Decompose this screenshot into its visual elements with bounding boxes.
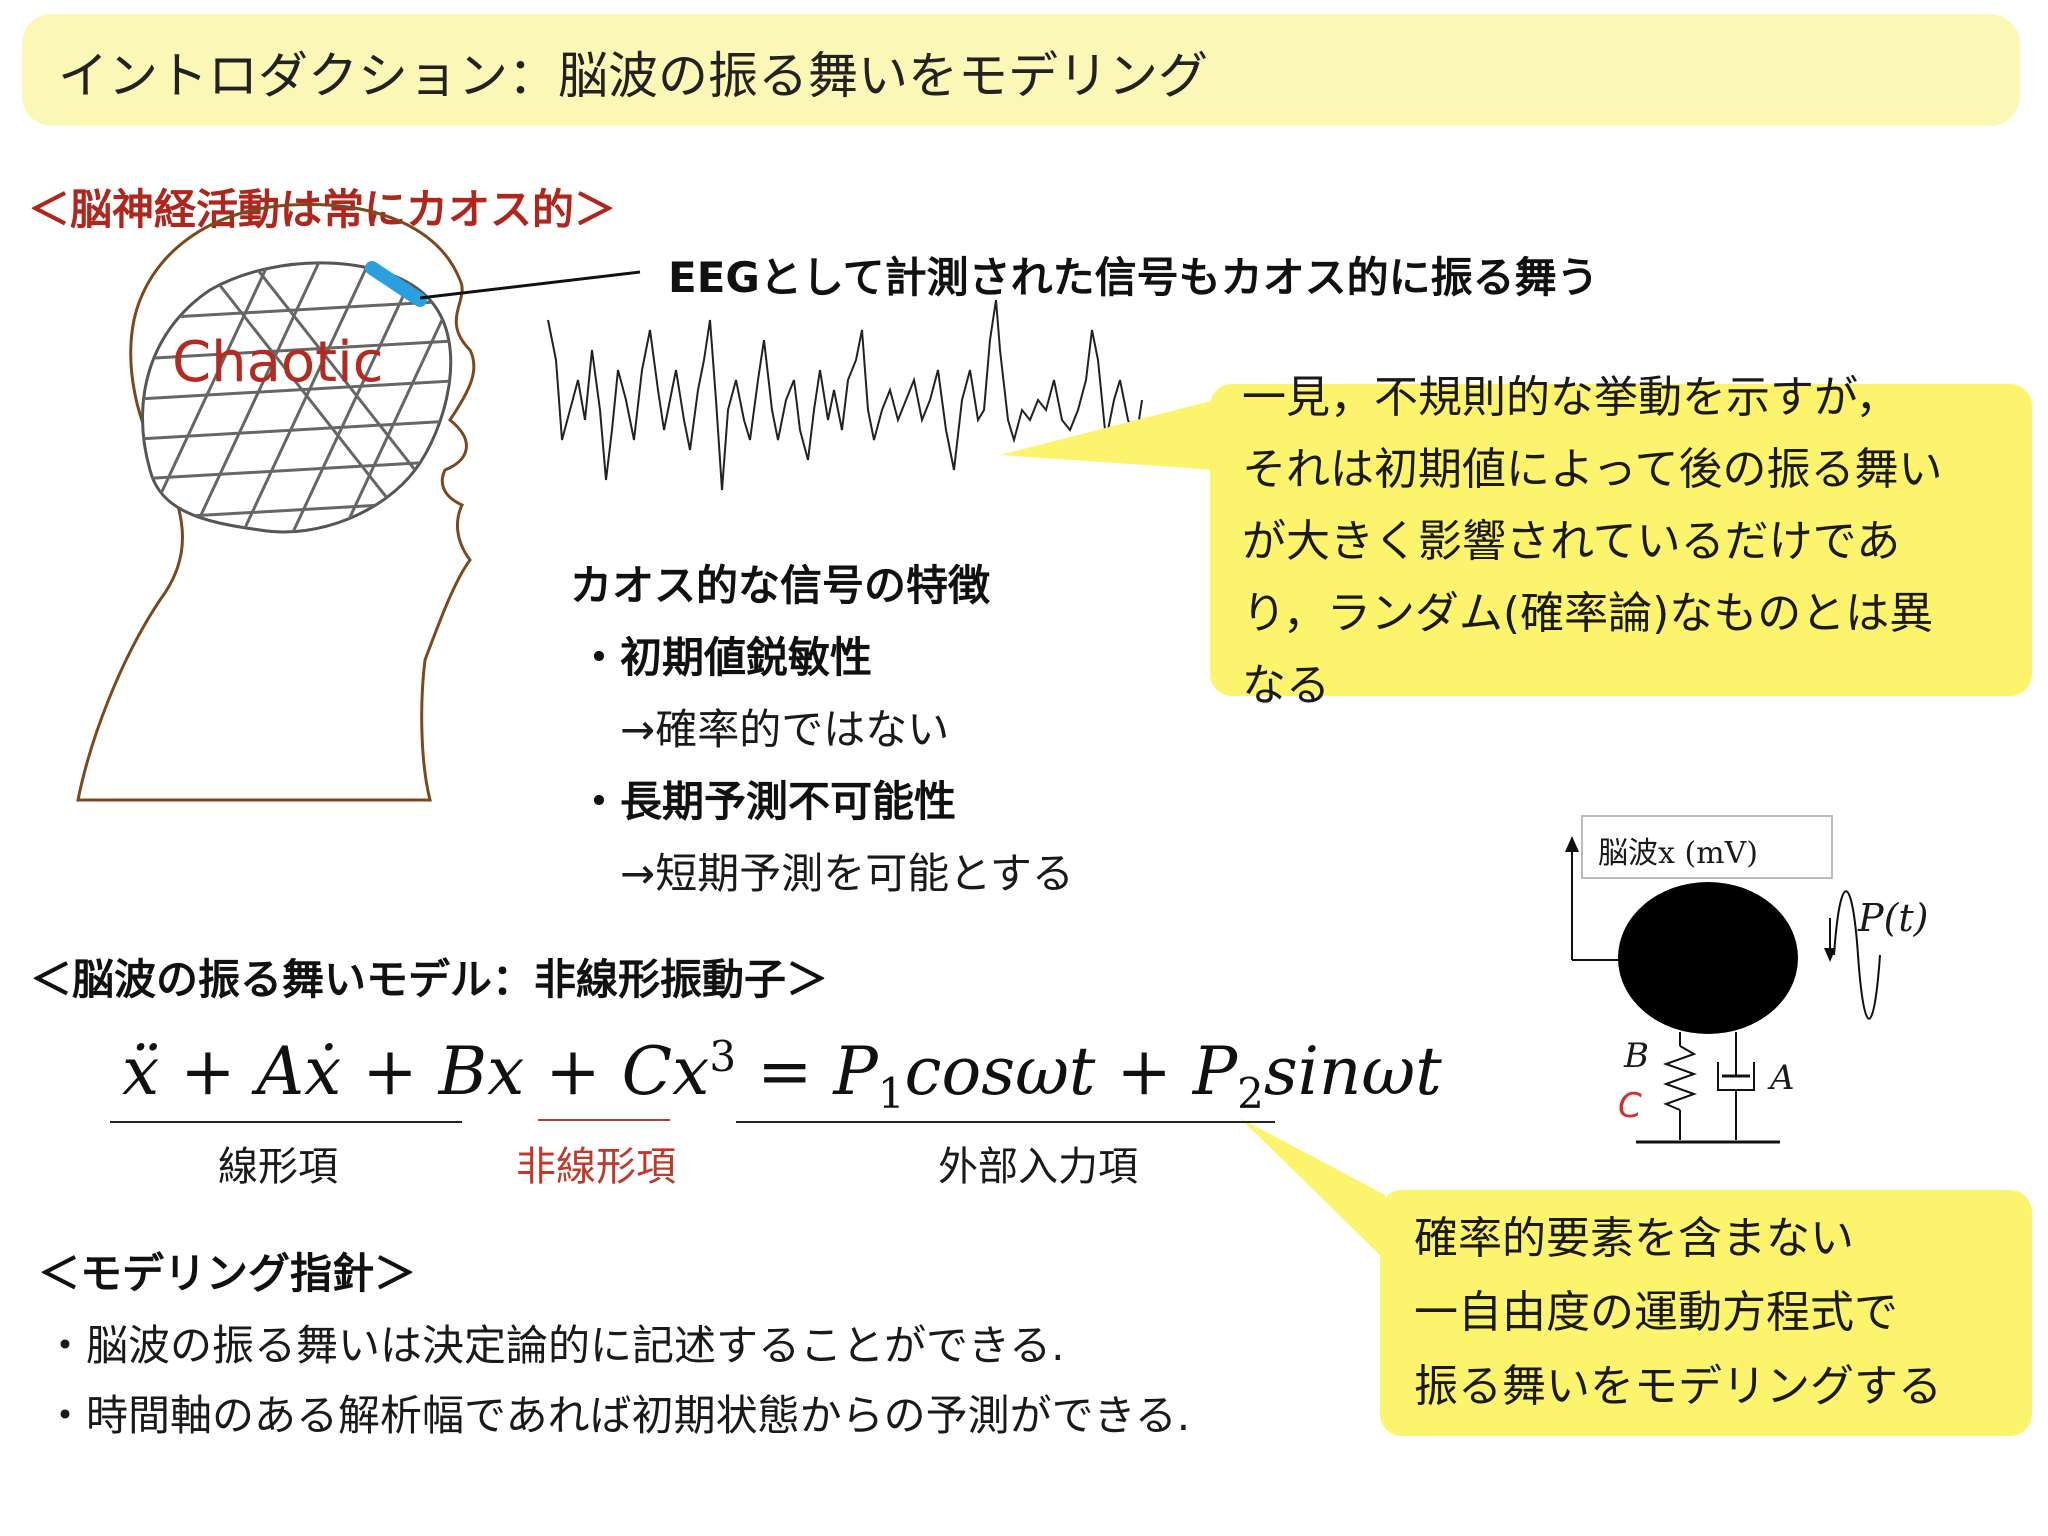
- page-title: イントロダクション：脳波の振る舞いをモデリング: [58, 47, 1208, 105]
- callout-pointer-2: [1240, 1118, 1385, 1260]
- title-bar: [22, 14, 2020, 126]
- policy-item-1: ・脳波の振る舞いは決定論的に記述することができる.: [44, 1321, 1065, 1370]
- spring-label-c: C: [1618, 1086, 1642, 1126]
- eq-cos: cosωt: [904, 1033, 1096, 1110]
- brain-label: Chaotic: [172, 330, 384, 395]
- spring-label-b: B: [1624, 1036, 1649, 1076]
- oscillator-diagram: [1565, 815, 1881, 1144]
- callout-line: 振る舞いをモデリングする: [1414, 1361, 1942, 1412]
- eq-plus: +: [545, 1033, 601, 1110]
- callout-modeling: [1380, 1190, 2032, 1436]
- section-heading-policy: ＜モデリング指針＞: [38, 1249, 417, 1298]
- callout-line: 確率的要素を含まない: [1414, 1213, 1854, 1264]
- callout-line: なる: [1242, 660, 1330, 711]
- callout-line: 一自由度の運動方程式で: [1414, 1287, 1898, 1338]
- axis-label: 脳波x (mV): [1598, 836, 1758, 871]
- callout-modeling-text: 確率的要素を含まない 一自由度の運動方程式で 振る舞いをモデリングする: [1414, 1202, 2034, 1424]
- callout-chaos-explanation: [1210, 384, 2032, 696]
- feature-item-1: ・初期値鋭敏性: [578, 633, 873, 682]
- eq-sub2: 2: [1237, 1069, 1264, 1119]
- eeg-waveform: [547, 299, 1143, 491]
- eq-equals: =: [757, 1033, 813, 1110]
- eq-sin: sinωt: [1263, 1033, 1442, 1110]
- callout-line: それは初期値によって後の振る舞い: [1242, 444, 1943, 495]
- section-heading-chaos: ＜脳神経活動は常にカオス的＞: [28, 185, 617, 234]
- callout-line: 一見，不規則的な挙動を示すが，: [1242, 372, 1900, 423]
- eq-plus-2: +: [1116, 1033, 1172, 1110]
- damper-label: A: [1770, 1058, 1795, 1098]
- equation: ẍ + Aẋ + Bx + Cx3 = P1cosωt + P2sinωt: [122, 1032, 1442, 1118]
- label-input: 外部入力項: [938, 1144, 1138, 1190]
- eq-cubic-term: Cx: [621, 1033, 710, 1110]
- section-heading-model: ＜脳波の振る舞いモデル：非線形振動子＞: [30, 955, 829, 1004]
- mass: [1618, 882, 1798, 1034]
- eq-p2: P: [1192, 1033, 1238, 1110]
- eq-linear-terms: ẍ + Aẋ + Bx: [122, 1033, 525, 1110]
- feature-item-2: ・長期予測不可能性: [578, 777, 957, 826]
- force-label: P(t): [1858, 896, 1929, 940]
- label-linear: 線形項: [218, 1144, 338, 1190]
- callout-pointer-1: [1000, 400, 1215, 470]
- eq-cube: 3: [709, 1032, 737, 1081]
- eeg-sensor: [365, 261, 427, 307]
- eeg-caption: EEGとして計測された信号もカオス的に振る舞う: [668, 253, 1599, 302]
- feature-item-1-sub: →確率的ではない: [620, 705, 950, 754]
- features-heading: カオス的な信号の特徴: [570, 561, 991, 610]
- feature-item-2-sub: →短期予測を可能とする: [620, 849, 1074, 898]
- label-nonlinear: 非線形項: [516, 1144, 676, 1190]
- callout-line: が大きく影響されているだけであ: [1242, 516, 1901, 567]
- callout-line: り，ランダム(確率論)なものとは異: [1242, 588, 1934, 639]
- head-outline: [76, 202, 476, 802]
- policy-item-2: ・時間軸のある解析幅であれば初期状態からの予測ができる.: [44, 1391, 1191, 1440]
- callout-chaos-text: 一見，不規則的な挙動を示すが， それは初期値によって後の振る舞い が大きく影響さ…: [1242, 362, 2042, 722]
- eq-p1: P: [833, 1033, 878, 1110]
- eq-sub1: 1: [877, 1069, 905, 1119]
